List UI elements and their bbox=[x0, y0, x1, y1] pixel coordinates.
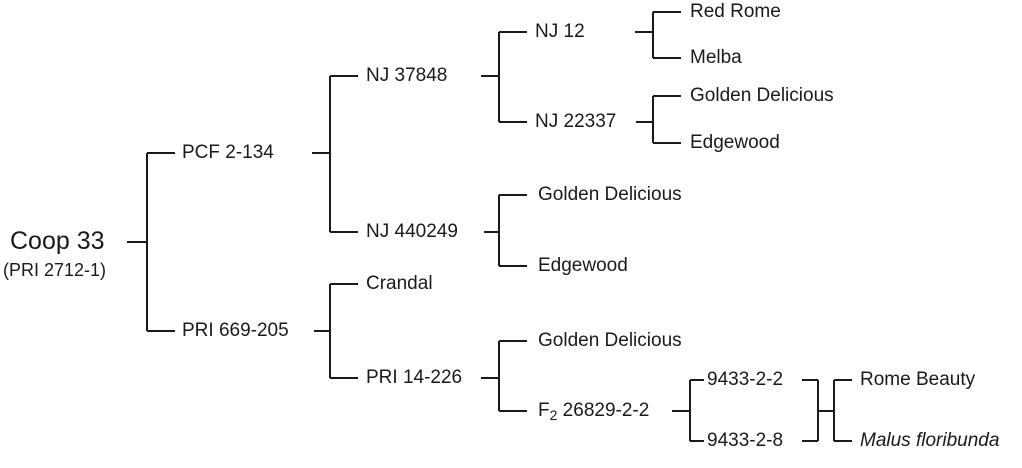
node-pcf-2-134: PCF 2-134 bbox=[182, 142, 274, 163]
node-nj-12: NJ 12 bbox=[535, 21, 585, 42]
root-sublabel: (PRI 2712-1) bbox=[3, 260, 107, 280]
node-crandal: Crandal bbox=[366, 273, 433, 294]
f2-prefix: F bbox=[538, 400, 550, 421]
node-pri-14-226: PRI 14-226 bbox=[366, 367, 463, 388]
node-pri-669-205: PRI 669-205 bbox=[182, 320, 289, 341]
node-melba: Melba bbox=[690, 47, 742, 68]
node-edgewood-2: Edgewood bbox=[538, 255, 628, 276]
node-edgewood-1: Edgewood bbox=[690, 132, 780, 153]
node-golden-delicious-2: Golden Delicious bbox=[538, 184, 682, 205]
node-f2-26829-2-2: F2 26829-2-2 bbox=[538, 400, 649, 426]
node-nj-37848: NJ 37848 bbox=[366, 65, 448, 86]
node-nj-440249: NJ 440249 bbox=[366, 221, 458, 242]
node-malus-floribunda: Malus floribunda bbox=[860, 430, 1000, 451]
node-red-rome: Red Rome bbox=[690, 1, 781, 22]
node-nj-22337: NJ 22337 bbox=[535, 111, 617, 132]
node-golden-delicious-1: Golden Delicious bbox=[690, 85, 834, 106]
node-rome-beauty: Rome Beauty bbox=[860, 369, 976, 390]
f2-suffix: 26829-2-2 bbox=[557, 400, 650, 421]
root-label: Coop 33 bbox=[10, 227, 105, 255]
node-golden-delicious-3: Golden Delicious bbox=[538, 330, 682, 351]
node-9433-2-8: 9433-2-8 bbox=[707, 430, 784, 451]
f2-subscript: 2 bbox=[549, 407, 558, 423]
node-9433-2-2: 9433-2-2 bbox=[707, 369, 784, 390]
